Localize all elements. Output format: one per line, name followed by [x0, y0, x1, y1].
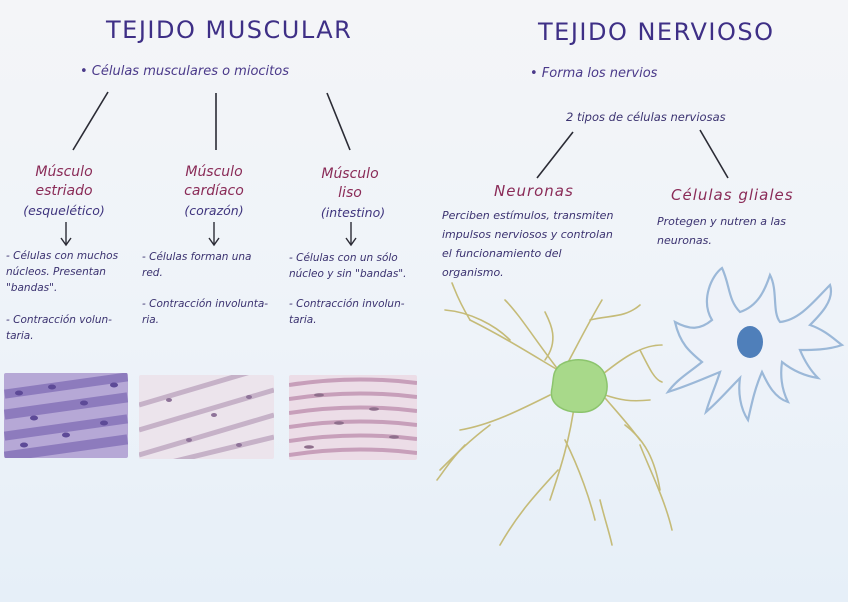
neuron-illustration: [436, 282, 673, 546]
note-estriado-celulas: - Células con muchos núcleos. Presentan …: [6, 250, 119, 294]
title-tejido-muscular: TEJIDO MUSCULAR: [106, 16, 353, 44]
location-intestino: (intestino): [320, 205, 386, 220]
tissue-cardiac-image: [139, 375, 274, 459]
neuron-body: [550, 359, 608, 413]
arrow-down-icon: [208, 222, 220, 247]
tissue-striated-image: [4, 373, 128, 458]
branch-line-liso: [326, 92, 351, 151]
text-celulas-gliales: Protegen y nutren a las neuronas.: [657, 215, 786, 247]
location-corazon: (corazón): [184, 203, 244, 218]
connector-tipos-celulas: 2 tipos de células nerviosas: [566, 110, 726, 124]
heading-musculo-liso: Músculo liso: [321, 166, 379, 201]
branch-line-neuronas: [536, 131, 574, 179]
arrow-down-icon: [60, 222, 72, 247]
subtitle-miocitos: • Células musculares o miocitos: [80, 64, 289, 79]
heading-musculo-estriado: Músculo estriado: [35, 164, 93, 199]
glia-nucleus: [737, 326, 763, 358]
heading-musculo-cardiaco: Músculo cardíaco: [184, 164, 244, 199]
tissue-smooth-image: [289, 375, 417, 460]
heading-celulas-gliales: Células gliales: [671, 186, 794, 204]
glial-cell-illustration: [665, 266, 845, 423]
note-cardiaco-celulas: - Células forman una red.: [142, 251, 252, 279]
branch-line-gliales: [699, 129, 729, 179]
location-esqueletico: (esquelético): [23, 203, 105, 218]
note-liso-celulas: - Células con un sólo núcleo y sin "band…: [289, 252, 407, 280]
arrow-down-icon: [345, 222, 357, 247]
note-cardiaco-contraccion: - Contracción involunta- ria.: [142, 298, 269, 326]
branch-line-estriado: [72, 91, 109, 151]
title-tejido-nervioso: TEJIDO NERVIOSO: [538, 18, 775, 46]
text-neuronas: Perciben estímulos, transmiten impulsos …: [442, 209, 614, 279]
subtitle-forma-nervios: • Forma los nervios: [530, 66, 658, 81]
note-liso-contraccion: - Contracción involun- taria.: [289, 298, 405, 326]
heading-neuronas: Neuronas: [494, 182, 574, 200]
note-estriado-contraccion: - Contracción volun- taria.: [6, 314, 112, 342]
